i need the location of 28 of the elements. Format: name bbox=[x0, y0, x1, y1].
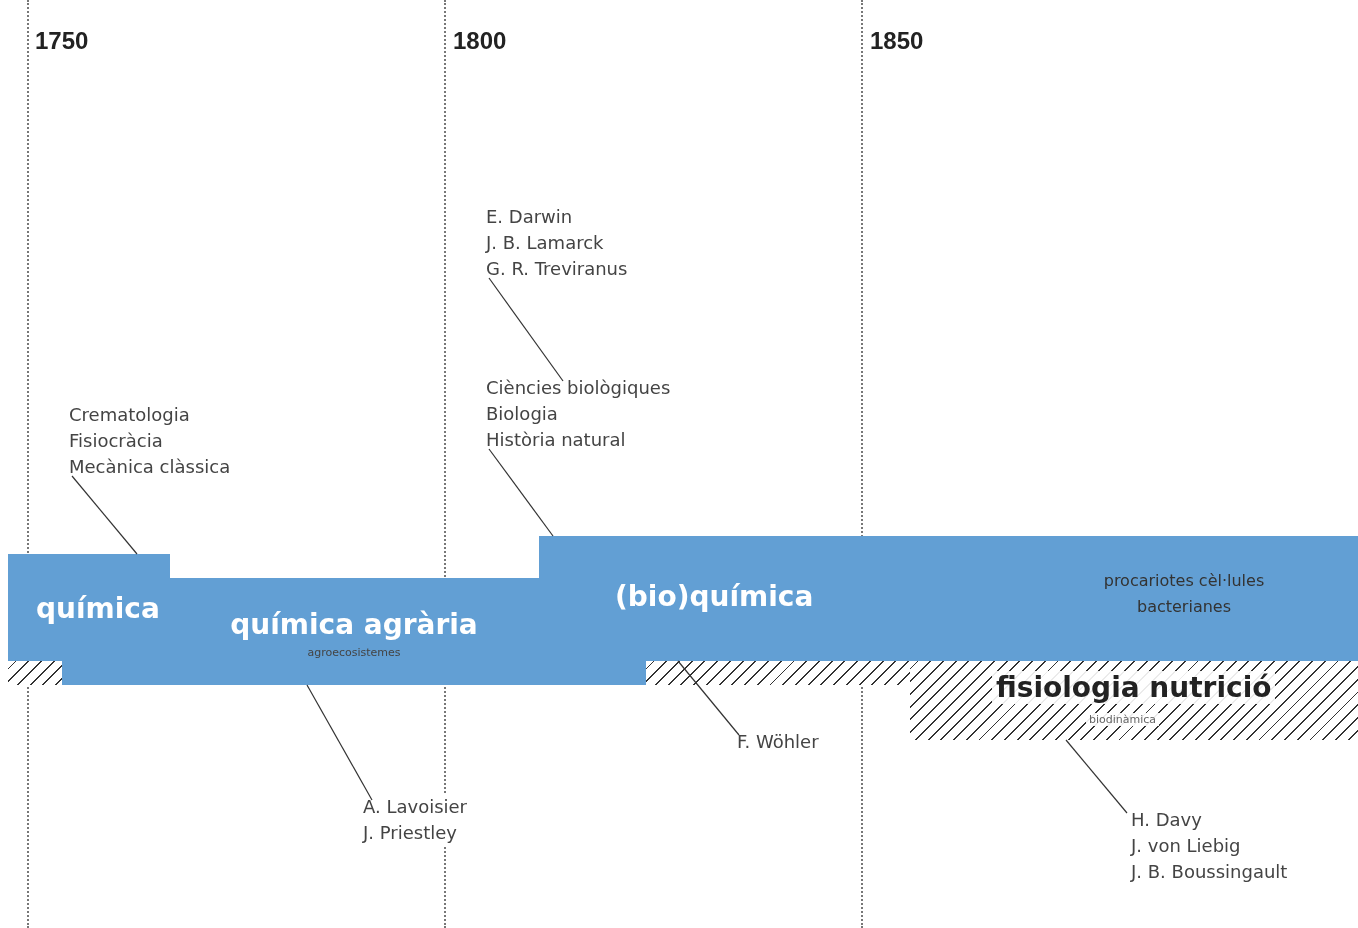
name-text: Biologia bbox=[486, 402, 559, 426]
leader-line bbox=[677, 660, 740, 736]
name-text: H. Davy bbox=[1131, 808, 1203, 832]
name-text: F. Wöhler bbox=[737, 730, 819, 754]
name-text: Ciències biològiques bbox=[486, 376, 671, 400]
band-subtitle: agroecosistemes bbox=[306, 646, 402, 659]
band-title: fisiologia nutrició bbox=[992, 671, 1276, 704]
name-text: Mecànica clàssica bbox=[69, 455, 231, 479]
timeline-band bbox=[539, 536, 1358, 661]
name-text: Història natural bbox=[486, 428, 627, 452]
band-subtitle: biodinàmica bbox=[1086, 713, 1160, 726]
name-text: J. B. Lamarck bbox=[486, 231, 605, 255]
leader-line bbox=[71, 475, 138, 555]
name-text: J. Priestley bbox=[363, 821, 458, 845]
band-text: procariotes cèl·lules bacterianes bbox=[1102, 570, 1266, 618]
name-text: Crematologia bbox=[69, 403, 191, 427]
band-title: química bbox=[36, 592, 160, 625]
name-text: J. von Liebig bbox=[1131, 834, 1242, 858]
name-text: E. Darwin bbox=[486, 205, 574, 229]
name-text: Fisiocràcia bbox=[69, 429, 164, 453]
name-text: G. R. Treviranus bbox=[486, 257, 628, 281]
name-text: A. Lavoisier bbox=[363, 795, 468, 819]
leader-line bbox=[306, 684, 373, 801]
leader-line bbox=[1065, 739, 1128, 814]
name-text: J. B. Boussingault bbox=[1131, 860, 1288, 884]
leader-line bbox=[488, 448, 554, 537]
leader-line bbox=[488, 277, 564, 382]
band-title: (bio)química bbox=[615, 580, 814, 613]
